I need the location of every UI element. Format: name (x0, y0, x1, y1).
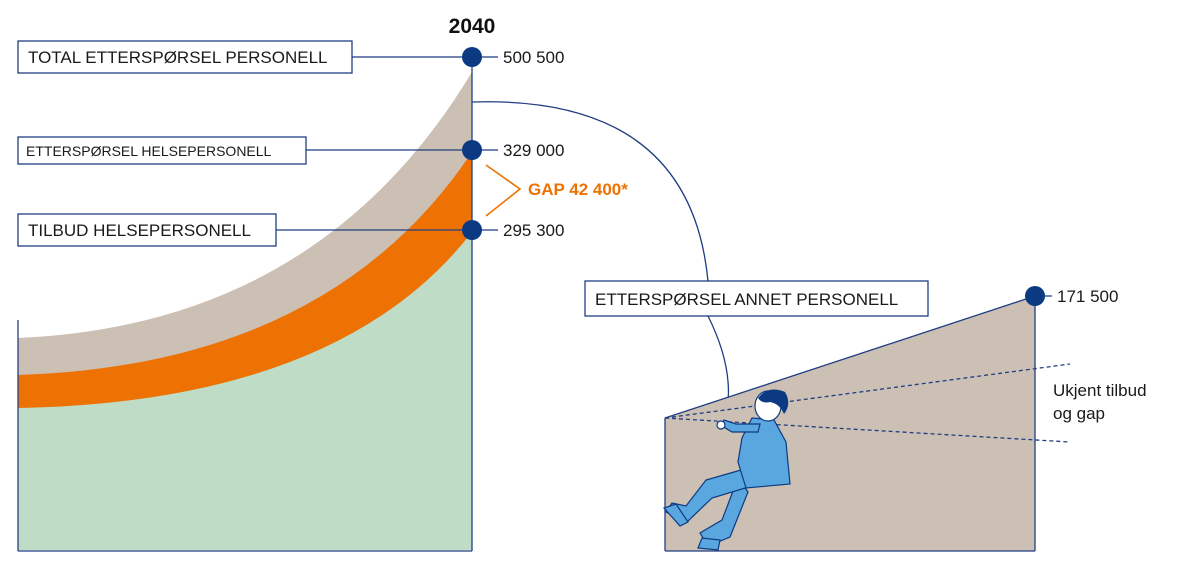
left-area (17, 57, 473, 552)
total-demand-box (17, 40, 353, 74)
health-demand-label: ETTERSPØRSEL HELSEPERSONELL (26, 143, 272, 159)
total-demand-dot (462, 47, 482, 67)
other-demand-box (584, 280, 929, 317)
gap-label: GAP 42 400* (528, 180, 628, 199)
health-demand-dot (462, 140, 482, 160)
person-sliding-icon (662, 389, 791, 551)
unknown-upper-dashed (664, 363, 1071, 419)
right-area-top-edge (664, 295, 1036, 419)
health-supply-value: 295 300 (503, 221, 564, 240)
health-demand-value: 329 000 (503, 141, 564, 160)
total-demand-label: TOTAL ETTERSPØRSEL PERSONELL (28, 48, 327, 67)
unknown-lower-dashed (664, 417, 1071, 443)
unknown-note-line-2: og gap (1053, 404, 1105, 423)
connector-arc (471, 101, 709, 282)
other-demand-label: ETTERSPØRSEL ANNET PERSONELL (595, 290, 898, 309)
health-supply-label: TILBUD HELSEPERSONELL (28, 221, 251, 240)
health-supply-callout: TILBUD HELSEPERSONELL 295 300 (17, 213, 564, 247)
gap-bracket-line (485, 164, 522, 217)
health-supply-dot (462, 220, 482, 240)
health-demand-box (17, 136, 307, 165)
health-supply-band (18, 232, 472, 550)
other-demand-callout: ETTERSPØRSEL ANNET PERSONELL (584, 280, 929, 317)
total-demand-value: 500 500 (503, 48, 564, 67)
other-demand-value: 171 500 (1057, 287, 1118, 306)
total-demand-callout: TOTAL ETTERSPØRSEL PERSONELL 500 500 (17, 40, 564, 74)
unknown-note-line-1: Ukjent tilbud (1053, 381, 1147, 400)
health-supply-box (17, 213, 277, 247)
gap-bracket: GAP 42 400* (485, 164, 628, 217)
unknown-note: Ukjent tilbud og gap (1053, 381, 1147, 423)
other-demand-dot (1025, 286, 1045, 306)
health-demand-callout: ETTERSPØRSEL HELSEPERSONELL 329 000 (17, 136, 564, 165)
year-label: 2040 (449, 15, 496, 38)
